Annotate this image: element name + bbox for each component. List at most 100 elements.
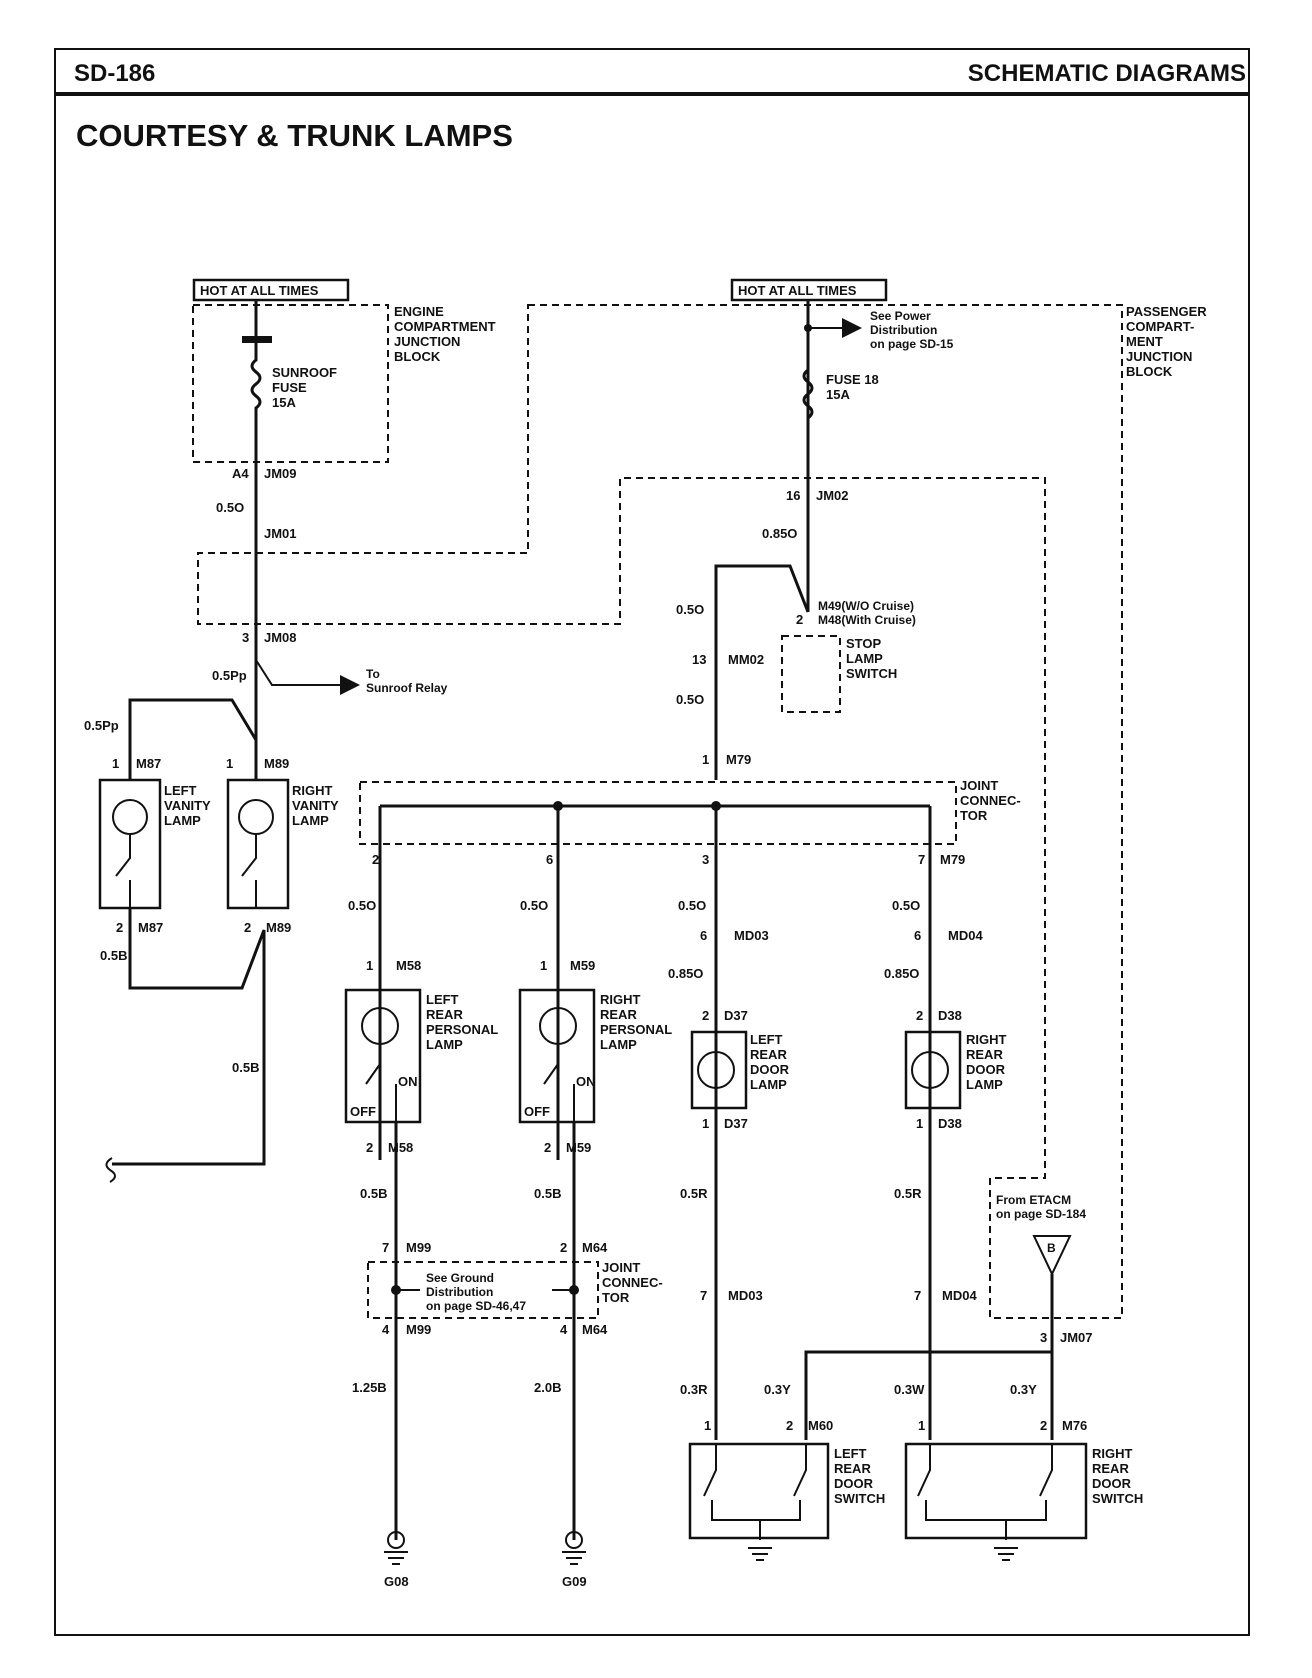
conn-2-stop: 2 [796,612,803,627]
svg-text:on page SD-184: on page SD-184 [996,1207,1086,1221]
page-frame [54,48,1250,1636]
svg-text:on page SD-46,47: on page SD-46,47 [426,1299,526,1313]
wire-125b: 1.25B [352,1380,387,1395]
left-rear-door-lamp-box [690,1030,748,1110]
hot-label-right: HOT AT ALL TIMES [738,283,857,298]
left-door-bulb-icon [697,1051,735,1089]
conn-jm02: JM02 [816,488,849,503]
conn-d37-top: D37 [724,1008,748,1023]
ground-g09: G09 [562,1574,587,1589]
right-rear-personal-lamp-box [518,988,596,1124]
wire-05b-m59: 0.5B [534,1186,561,1201]
svg-text:RIGHT: RIGHT [292,783,333,798]
conn-m64-bot: M64 [582,1322,608,1337]
left-door-switch-ground-icon [748,1547,772,1561]
right-rear-personal-label: RIGHT REAR PERSONAL LAMP [600,992,672,1052]
joint-connector-bottom [367,1261,599,1319]
section-title: SCHEMATIC DIAGRAMS [967,60,1246,87]
wire-05pp-b: 0.5Pp [84,718,119,733]
ground-g08: G08 [384,1574,409,1589]
wire-05o-c6: 0.5O [520,898,548,913]
wire-05b-b: 0.5B [232,1060,259,1075]
engine-junction-label: ENGINE COMPARTMENT JUNCTION BLOCK [394,304,496,364]
svg-text:VANITY: VANITY [292,798,339,813]
svg-text:REAR: REAR [1092,1461,1129,1476]
hot-label-left-box [192,278,350,302]
etacm-triangle-icon [1032,1235,1072,1277]
svg-text:BLOCK: BLOCK [394,349,441,364]
left-vanity-bulb-icon [112,799,148,835]
wire-05o-c7: 0.5O [892,898,920,913]
svg-text:BLOCK: BLOCK [1126,364,1173,379]
svg-text:LAMP: LAMP [750,1077,787,1092]
wire-03y-b: 0.3Y [1010,1382,1037,1397]
conn-6-md04: 6 [914,928,921,943]
conn-2-m89: 2 [244,920,251,935]
svg-text:PERSONAL: PERSONAL [600,1022,672,1037]
wire-03y-a: 0.3Y [764,1382,791,1397]
stop-lamp-connector: M49(W/O Cruise) M48(With Cruise) [818,599,916,627]
wire-05pp-a: 0.5Pp [212,668,247,683]
wire-05o-mm02: 0.5O [676,692,704,707]
conn-7-md03: 7 [700,1288,707,1303]
hot-label-left: HOT AT ALL TIMES [200,283,319,298]
svg-text:STOP: STOP [846,636,881,651]
right-door-bulb-icon [911,1051,949,1089]
svg-text:See Ground: See Ground [426,1271,494,1285]
wire-085o-d38: 0.85O [884,966,919,981]
conn-d38-top: D38 [938,1008,962,1023]
conn-m64-top: M64 [582,1240,608,1255]
conn-1-m76: 1 [918,1418,925,1433]
right-vanity-label: RIGHT VANITY LAMP [292,783,339,828]
svg-text:Sunroof Relay: Sunroof Relay [366,681,448,695]
svg-text:LEFT: LEFT [426,992,459,1007]
fuse-bus-bar [242,336,272,343]
svg-text:M48(With Cruise): M48(With Cruise) [818,613,916,627]
wire-05pp-branch [128,698,258,780]
left-rear-door-switch-label: LEFT REAR DOOR SWITCH [834,1446,885,1506]
svg-text:See Power: See Power [870,309,931,323]
conn-1-m59: 1 [540,958,547,973]
wire-to-sunroof-relay [255,659,360,695]
svg-text:LAMP: LAMP [426,1037,463,1052]
svg-text:TOR: TOR [602,1290,630,1305]
wire-05o-left: 0.5O [216,500,244,515]
svg-text:RIGHT: RIGHT [1092,1446,1133,1461]
conn-4-m99: 4 [382,1322,390,1337]
svg-text:LAMP: LAMP [292,813,329,828]
passenger-junction-block [197,304,1123,1319]
wire-05b-m58: 0.5B [360,1186,387,1201]
svg-text:FUSE: FUSE [272,380,307,395]
svg-text:LEFT: LEFT [164,783,197,798]
svg-text:DOOR: DOOR [834,1476,874,1491]
svg-text:JUNCTION: JUNCTION [394,334,460,349]
wire-03y-to-m60 [804,1350,1052,1440]
svg-text:REAR: REAR [750,1047,787,1062]
diagram-title: COURTESY & TRUNK LAMPS [76,118,513,153]
svg-text:JOINT: JOINT [602,1260,640,1275]
svg-text:REAR: REAR [426,1007,463,1022]
conn-16: 16 [786,488,800,503]
right-personal-on: ON [576,1074,596,1089]
svg-text:LAMP: LAMP [846,651,883,666]
conn-m60: M60 [808,1418,833,1433]
conn-3-jm07: 3 [1040,1330,1047,1345]
conn-2-m60: 2 [786,1418,793,1433]
power-dist-note: See Power Distribution on page SD-15 [870,309,954,351]
conn-m59-top: M59 [570,958,595,973]
conn-1-m87: 1 [112,756,119,771]
left-vanity-label: LEFT VANITY LAMP [164,783,211,828]
conn-m58-bot: M58 [388,1140,413,1155]
wire-05r-d38: 0.5R [894,1186,922,1201]
wire-03w: 0.3W [894,1382,925,1397]
stop-lamp-switch-box [781,635,841,713]
svg-text:COMPARTMENT: COMPARTMENT [394,319,496,334]
conn-1-d37: 1 [702,1116,709,1131]
conn-1-d38: 1 [916,1116,923,1131]
svg-text:M49(W/O Cruise): M49(W/O Cruise) [818,599,914,613]
svg-text:LAMP: LAMP [600,1037,637,1052]
svg-text:JUNCTION: JUNCTION [1126,349,1192,364]
wire-05o-c3: 0.5O [678,898,706,913]
conn-1-m58: 1 [366,958,373,973]
right-vanity-lamp-box [226,778,290,910]
